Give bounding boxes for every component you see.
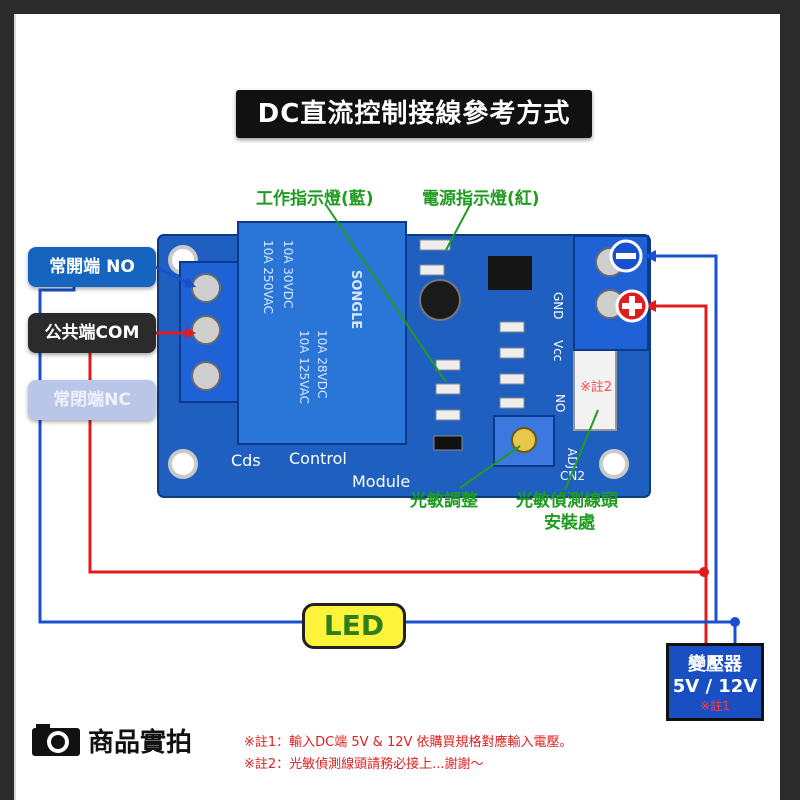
label-light-adjust: 光敏調整 [410, 491, 478, 511]
page-title: DC直流控制接線參考方式 [236, 90, 592, 138]
label-power-indicator: 電源指示燈(紅) [422, 189, 540, 209]
relay: 10A 250VAC 10A 30VDC SONGLE 10A 125VAC 1… [237, 221, 407, 445]
transformer-box: 變壓器 5V / 12V ※註1 [666, 643, 764, 721]
silk-no-pin: NO [553, 394, 567, 412]
pointer-light-adjust [459, 445, 521, 489]
terminal-com-label: 公共端COM [28, 313, 156, 353]
transformer-name: 變壓器 [688, 654, 742, 675]
silk-gnd: GND [551, 292, 565, 320]
transformer-voltage: 5V / 12V [672, 676, 758, 697]
relay-spec1: 10A 250VAC [261, 240, 275, 314]
silk-module: Module [352, 472, 410, 491]
label-sensor-mount-2: 安裝處 [544, 513, 595, 533]
pointer-sensor-mount [564, 409, 599, 491]
minus-icon [609, 239, 643, 273]
arrow-no [155, 265, 191, 286]
frame-left [0, 0, 14, 800]
frame-top [0, 0, 800, 14]
arrow-com-head [185, 327, 196, 339]
relay-spec2: 10A 30VDC [281, 240, 295, 308]
silk-vcc: Vcc [551, 340, 565, 361]
logo-text: 商品實拍 [88, 727, 193, 758]
label-sensor-mount-1: 光敏偵測線頭 [516, 491, 618, 511]
silk-adj: ADJ [565, 448, 579, 469]
arrow-minus-head [644, 250, 656, 262]
note2-tag: ※註2 [580, 380, 613, 395]
relay-spec4: 10A 28VDC [315, 330, 329, 398]
arrow-no-head [184, 278, 196, 288]
silk-cn2: CN2 [560, 469, 585, 483]
pointer-work-indicator [325, 204, 447, 383]
arrow-plus-head [644, 300, 656, 312]
relay-spec3: 10A 125VAC [297, 330, 311, 404]
pointer-power-indicator [445, 204, 471, 251]
plus-icon [615, 289, 649, 323]
blue-junction [730, 617, 740, 627]
terminal-nc-label: 常閉端NC [28, 380, 156, 420]
silk-cds: Cds [231, 451, 261, 470]
terminal-no-label: 常開端 NO [28, 247, 156, 287]
blue-wire-no [38, 287, 302, 624]
led-load: LED [302, 603, 406, 649]
blue-wire-minus [646, 254, 718, 622]
red-wire-com [88, 353, 704, 574]
logo: 商品實拍 [30, 720, 192, 760]
transformer-note: ※註1 [700, 699, 730, 713]
note-2: ※註2：光敏偵測線頭請務必接上...謝謝～ [244, 757, 484, 772]
frame-right [780, 0, 800, 800]
relay-brand: SONGLE [348, 270, 363, 329]
red-wire-plus [646, 304, 708, 643]
label-work-indicator: 工作指示燈(藍) [256, 189, 374, 209]
notes: ※註1：輸入DC端 5V & 12V 依購買規格對應輸入電壓。 ※註2：光敏偵測… [244, 732, 573, 776]
silk-control: Control [289, 449, 347, 468]
camera-icon [32, 724, 80, 756]
red-junction [699, 567, 709, 577]
note-1: ※註1：輸入DC端 5V & 12V 依購買規格對應輸入電壓。 [244, 735, 573, 750]
